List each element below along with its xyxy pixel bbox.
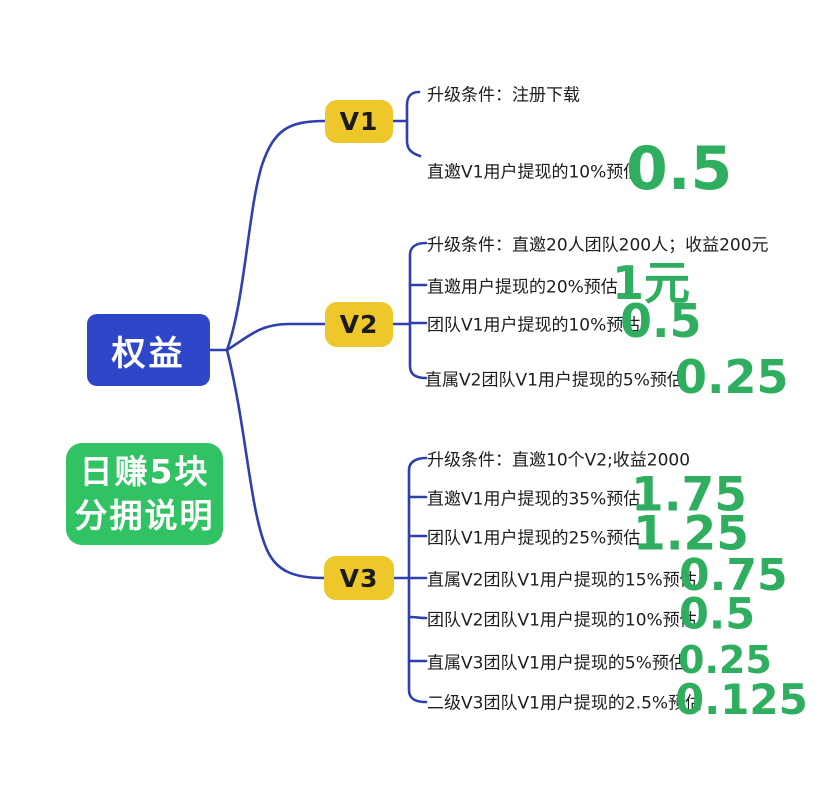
v3-row-value-1: 1.75: [631, 467, 747, 523]
v3-row-text-2: 团队V1用户提现的25%预估: [427, 528, 641, 549]
edge-v3-tick-4: [407, 615, 428, 620]
v3-row-value-4: 0.5: [679, 589, 756, 640]
v2-row-value-3: 0.25: [675, 350, 789, 404]
v3-row-text-1: 直邀V1用户提现的35%预估: [427, 489, 641, 510]
node-v2[interactable]: V2: [325, 302, 393, 347]
edge-root-v1: [225, 119, 327, 352]
edge-v3-spine: [407, 456, 428, 704]
v1-row-value: 0.5: [626, 134, 733, 204]
v3-row-value-5: 0.25: [678, 638, 772, 682]
v1-row-text: 直邀V1用户提现的10%预估: [427, 162, 641, 183]
v2-row-value-1: 1元: [612, 256, 691, 310]
node-v1[interactable]: V1: [325, 100, 393, 143]
v3-row-upgrade-condition: 升级条件：直邀10个V2;收益2000: [427, 450, 691, 471]
v3-row-value-3: 0.75: [679, 550, 788, 601]
v2-row-upgrade-condition: 升级条件：直邀20人团队200人；收益200元: [427, 235, 769, 256]
v1-row-upgrade-condition: 升级条件：注册下载: [427, 85, 580, 106]
root-node-label: 权益: [111, 333, 186, 374]
edge-root-v2: [225, 322, 327, 352]
v2-row-value-2: 0.5: [620, 294, 702, 348]
v2-row-text-1: 直邀用户提现的20%预估: [427, 277, 618, 298]
node-v3[interactable]: V3: [324, 556, 394, 600]
v3-row-text-6: 二级V3团队V1用户提现的2.5%预估: [427, 693, 703, 714]
node-v3-label: V3: [339, 563, 379, 593]
root-node[interactable]: 权益: [87, 314, 210, 386]
v3-row-text-4: 团队V2团队V1用户提现的10%预估: [427, 610, 697, 631]
edge-root-v3: [225, 348, 326, 580]
v3-row-text-3: 直属V2团队V1用户提现的15%预估: [427, 570, 697, 591]
edge-v1-brace: [405, 90, 422, 158]
v3-row-text-5: 直属V3团队V1用户提现的5%预估: [427, 653, 686, 674]
note-node[interactable]: 日赚5块 分拥说明: [66, 443, 223, 545]
v2-row-text-2: 团队V1用户提现的10%预估: [427, 315, 641, 336]
node-v1-label: V1: [339, 107, 379, 136]
v3-row-value-6: 0.125: [675, 675, 808, 724]
note-line-1: 日赚5块: [79, 452, 210, 491]
node-v2-label: V2: [339, 310, 379, 339]
v2-row-text-3: 直属V2团队V1用户提现的5%预估: [425, 370, 684, 391]
note-line-2: 分拥说明: [74, 496, 215, 535]
edge-v2-spine: [408, 241, 428, 380]
v3-row-value-2: 1.25: [633, 506, 749, 562]
